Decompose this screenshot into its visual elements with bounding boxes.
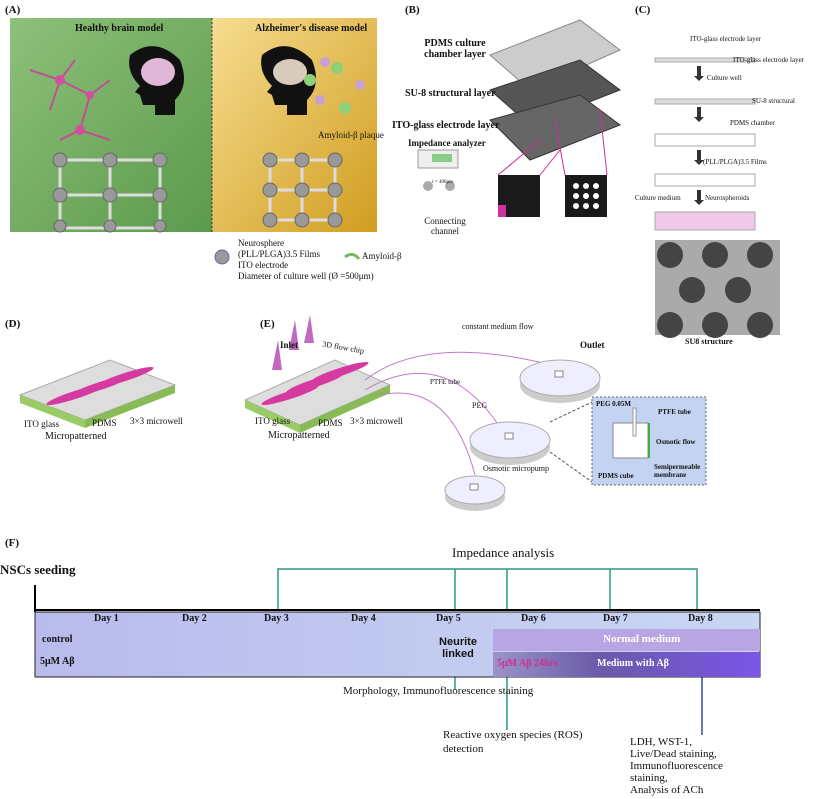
d-micro-label: Micropatterned — [45, 431, 107, 442]
outcome-morphology: Morphology, Immunofluorescence staining — [343, 685, 534, 697]
normal-medium-bar — [493, 629, 760, 651]
day-8: Day 8 — [688, 613, 713, 624]
medium-abeta-label: Medium with Aβ — [597, 658, 669, 669]
pump-label: Osmotic micropump — [483, 464, 549, 473]
inset-membrane-label: Semipermeable membrane — [654, 463, 701, 479]
legend-amyloid: Amyloid-β — [362, 251, 402, 261]
inset-cube-label: PDMS cube — [598, 472, 634, 480]
ito-layer-label: ITO-glass electrode layer — [392, 120, 500, 131]
outcome-item: Analysis of ACh — [630, 784, 704, 796]
panel-f-label: (F) — [5, 537, 20, 549]
su8-structure-caption: SU8 structure — [685, 337, 733, 346]
fabrication-steps — [654, 57, 756, 231]
peg-label: PEG — [472, 401, 488, 410]
healthy-title: Healthy brain model — [75, 23, 164, 34]
d-well-label: 3×3 microwell — [130, 416, 183, 426]
legend-amyloid-icon — [344, 252, 361, 260]
ptfe-label: PTFE tube — [430, 378, 461, 386]
normal-medium-label: Normal medium — [603, 633, 681, 645]
step-2-label: Culture well — [707, 74, 742, 82]
inset-ptfe-label: PTFE tube — [658, 408, 691, 416]
spacing-label: r = 400μm — [432, 180, 454, 185]
connecting-channel-label: Connecting channel — [424, 216, 466, 236]
outcome-item: staining, — [630, 772, 668, 784]
legend-neurosphere-icon — [214, 249, 230, 265]
panel-b-label: (B) — [405, 4, 420, 16]
step-1-label: ITO-glass electrode layer — [690, 35, 762, 43]
ad-title: Alzheimer's disease model — [255, 23, 368, 34]
outcome-item: Immunofluorescence — [630, 760, 723, 772]
panel-a-label: (A) — [5, 4, 21, 16]
e-micro-label: Micropatterned — [268, 430, 330, 441]
step-4-label: (PLL/PLGA)3.5 Films — [703, 158, 767, 166]
inlet-label: Inlet — [280, 340, 298, 350]
day-5: Day 5 — [436, 613, 461, 624]
e-well-label: 3×3 microwell — [350, 416, 403, 426]
step-2b-label: SU-8 structural — [752, 97, 795, 105]
panel-e-label: (E) — [260, 318, 275, 330]
step-5a-label: Culture medium — [635, 194, 681, 202]
flow-label: constant medium flow — [462, 322, 534, 331]
legend-diameter: Diameter of culture well (Ø =500μm) — [238, 271, 374, 281]
outcome-list: LDH, WST-1, Live/Dead staining, Immunofl… — [630, 736, 723, 796]
d-ito-label: ITO glass — [24, 419, 60, 429]
day-1: Day 1 — [94, 613, 119, 624]
day-2: Day 2 — [182, 613, 207, 624]
pdms-layer-label: PDMS culture chamber layer — [424, 38, 486, 60]
step-1b-label: ITO-glass electrode layer — [733, 56, 805, 64]
e-pdms-label: PDMS — [318, 418, 343, 428]
plaque-label: Amyloid-β plaque — [318, 130, 384, 140]
inset-flow-label: Osmotic flow — [656, 438, 696, 446]
outlet-label: Outlet — [580, 340, 605, 350]
nscs-seeding-label: NSCs seeding — [0, 562, 76, 577]
abeta-medium-bar — [493, 652, 760, 677]
neurite-linked-label: Neurite linked — [439, 636, 477, 660]
inset-peg-label: PEG 0.05M — [596, 400, 631, 408]
abeta-24hrs-label: 5μM Aβ 24hrs — [497, 658, 558, 669]
day-4: Day 4 — [351, 613, 376, 624]
d-pdms-label: PDMS — [92, 418, 117, 428]
impedance-bracket — [277, 568, 698, 730]
panel-c-label: (C) — [635, 4, 651, 16]
outcome-item: LDH, WST-1, — [630, 736, 693, 748]
impedance-analyzer-label: Impedance analyzer — [408, 138, 486, 148]
e-ito-label: ITO glass — [255, 416, 291, 426]
outcome-ros: Reactive oxygen species (ROS) detection — [443, 729, 583, 755]
legend-films: (PLL/PLGA)3.5 Films — [238, 249, 321, 259]
day-7: Day 7 — [603, 613, 628, 624]
step-5b-label: Neurospheroids — [705, 194, 750, 202]
chip-stack — [489, 19, 622, 161]
pump-disks — [444, 359, 601, 511]
control-label: control — [42, 634, 73, 645]
legend-neurosphere: Neurosphere — [238, 238, 284, 248]
legend-ito: ITO electrode — [238, 260, 289, 270]
outcome-item: Live/Dead staining, — [630, 748, 717, 760]
abeta-label: 5μM Aβ — [40, 656, 75, 667]
panel-d-label: (D) — [5, 318, 21, 330]
su8-layer-label: SU-8 structural layer — [405, 88, 496, 99]
pdms-cube-icon — [612, 422, 649, 459]
pipette-tips — [272, 315, 314, 370]
day-6: Day 6 — [521, 613, 546, 624]
step-3-label: PDMS chamber — [730, 119, 775, 127]
day-3: Day 3 — [264, 613, 289, 624]
impedance-analysis-label: Impedance analysis — [452, 545, 555, 560]
